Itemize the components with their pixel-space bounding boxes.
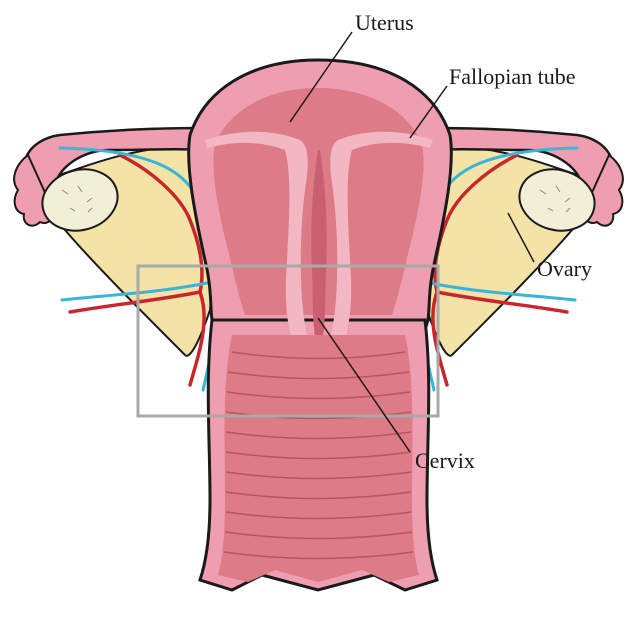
fallopian-tube-label: Fallopian tube xyxy=(449,64,575,89)
ovary-label: Ovary xyxy=(537,256,592,281)
cervix-label: Cervix xyxy=(415,448,475,473)
uterus-label: Uterus xyxy=(355,10,414,35)
